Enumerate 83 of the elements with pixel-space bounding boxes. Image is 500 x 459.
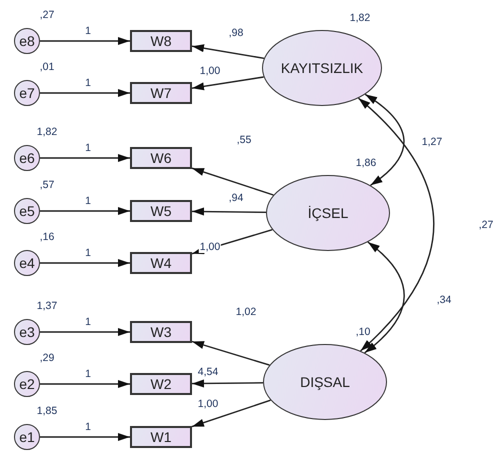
variable-box [130, 321, 192, 343]
node-label: W4 [150, 255, 172, 271]
node-label: DIŞSAL [300, 374, 350, 390]
arrow [40, 380, 130, 388]
variance-label: 1,37 [36, 300, 58, 312]
node-label: e4 [19, 255, 35, 271]
variance-label: ,01 [38, 61, 56, 73]
node-label: W2 [150, 376, 172, 392]
edge-label: 1,27 [420, 136, 444, 148]
edge-label: 1 [84, 77, 92, 89]
arrow [40, 154, 130, 162]
error-circle [14, 319, 40, 345]
edge-label: 1,02 [234, 306, 258, 318]
arrow [192, 168, 274, 196]
variance-label: ,10 [354, 326, 372, 338]
node-label: e6 [19, 150, 35, 166]
error-circle [14, 198, 40, 224]
variable-box [130, 147, 192, 169]
double-headed-arrow [358, 98, 434, 352]
variance-label: 1,82 [36, 126, 58, 138]
arrow [192, 400, 271, 428]
arrow [40, 259, 130, 267]
error-circle [14, 28, 40, 54]
variance-label: 1,86 [354, 157, 378, 169]
edge-label: 1 [84, 247, 92, 259]
edge-label: ,94 [228, 192, 244, 204]
variable-box [130, 252, 192, 274]
node-label: W3 [150, 324, 172, 340]
error-circle [14, 371, 40, 397]
variable-box [130, 30, 192, 52]
node-label: e5 [19, 203, 35, 219]
edge-label: ,98 [228, 27, 244, 39]
variance-label: ,57 [38, 179, 56, 191]
variable-box [130, 82, 192, 104]
edge-label: 1,00 [196, 398, 220, 410]
edge-label: 1 [84, 368, 92, 380]
arrow [192, 340, 270, 366]
edge-label: ,55 [236, 134, 252, 146]
arrow [192, 208, 266, 216]
arrow [40, 37, 130, 45]
variance-label: ,29 [38, 352, 56, 364]
node-label: e3 [19, 324, 35, 340]
double-headed-arrow [364, 94, 405, 186]
edge-label: ,27 [478, 219, 494, 231]
node-label: e2 [19, 376, 35, 392]
node-label: W5 [150, 203, 172, 219]
variance-label: 1,82 [348, 12, 372, 24]
variance-label: 1,85 [36, 405, 58, 417]
error-circle [14, 424, 40, 450]
node-label: KAYITSIZLIK [280, 60, 364, 76]
edge-label: 1 [84, 316, 92, 328]
edge-label: ,34 [436, 294, 452, 306]
error-circle [14, 145, 40, 171]
node-label: W7 [150, 85, 172, 101]
arrow [192, 44, 264, 59]
arrow [40, 89, 130, 97]
edge-label: 1 [84, 142, 92, 154]
edge-label: 1 [84, 25, 92, 37]
error-circle [14, 250, 40, 276]
node-label: W6 [150, 150, 172, 166]
arrow [40, 433, 130, 441]
node-label: W8 [150, 33, 172, 49]
arrow [40, 207, 130, 215]
variable-box [130, 200, 192, 222]
error-circle [14, 80, 40, 106]
node-label: İÇSEL [308, 205, 348, 221]
node-label: e8 [19, 33, 35, 49]
variable-box [130, 426, 192, 448]
edge-label: 1 [84, 195, 92, 207]
edge-label: 1,00 [198, 65, 222, 77]
arrow [192, 379, 263, 388]
node-label: e1 [19, 429, 35, 445]
edge-label: 1 [84, 421, 92, 433]
node-label: W1 [150, 429, 172, 445]
variance-label: ,16 [38, 231, 56, 243]
edge-label: 1,00 [198, 241, 222, 253]
variable-box [130, 373, 192, 395]
edge-label: 4,54 [196, 366, 220, 378]
arrow [192, 76, 264, 90]
variance-label: ,27 [38, 9, 56, 21]
arrow [40, 328, 130, 336]
node-label: e7 [19, 85, 35, 101]
double-headed-arrow [364, 242, 405, 354]
